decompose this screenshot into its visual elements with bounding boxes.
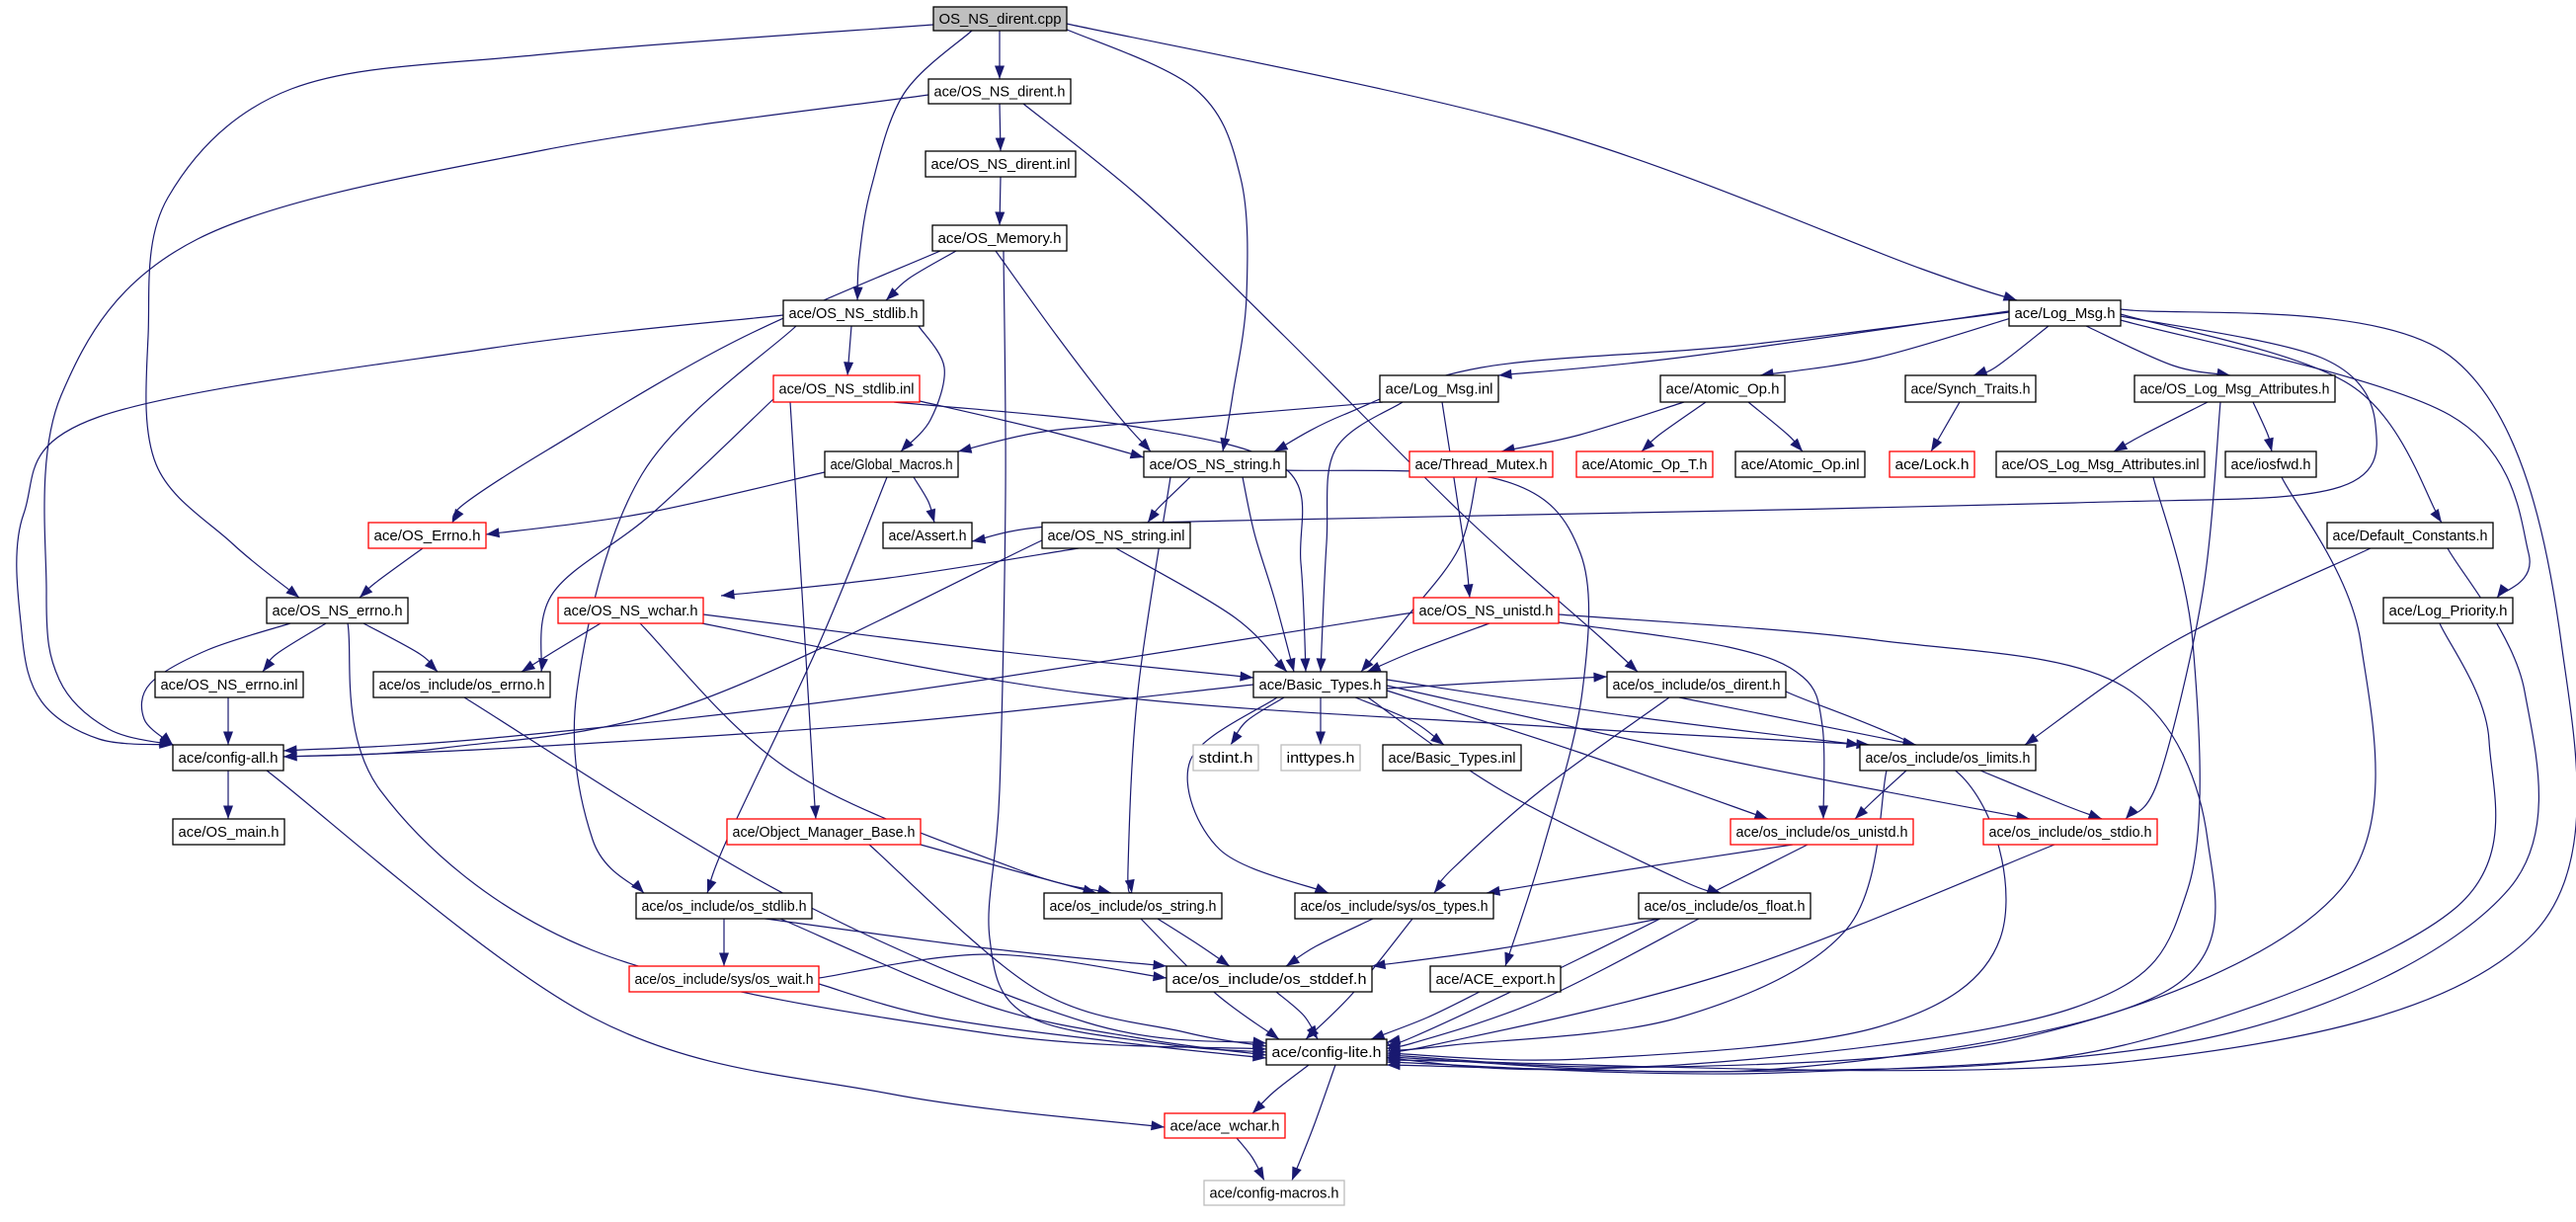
svg-text:ace/OS_NS_stdlib.inl: ace/OS_NS_stdlib.inl	[779, 381, 915, 398]
svg-text:ace/config-macros.h: ace/config-macros.h	[1210, 1185, 1339, 1202]
svg-text:ace/OS_NS_errno.inl: ace/OS_NS_errno.inl	[161, 677, 298, 693]
svg-text:ace/OS_Errno.h: ace/OS_Errno.h	[374, 528, 481, 544]
svg-text:ace/OS_NS_string.inl: ace/OS_NS_string.inl	[1048, 528, 1185, 544]
svg-text:ace/ace_wchar.h: ace/ace_wchar.h	[1170, 1118, 1280, 1135]
svg-text:ace/ACE_export.h: ace/ACE_export.h	[1436, 971, 1556, 988]
svg-text:ace/Synch_Traits.h: ace/Synch_Traits.h	[1911, 381, 2031, 398]
svg-text:ace/OS_NS_dirent.inl: ace/OS_NS_dirent.inl	[931, 156, 1071, 173]
svg-text:ace/Log_Priority.h: ace/Log_Priority.h	[2389, 603, 2508, 619]
svg-text:ace/os_include/os_stddef.h: ace/os_include/os_stddef.h	[1172, 971, 1367, 988]
svg-text:ace/Atomic_Op.inl: ace/Atomic_Op.inl	[1741, 456, 1860, 473]
svg-text:ace/Basic_Types.h: ace/Basic_Types.h	[1259, 677, 1382, 693]
svg-text:ace/Global_Macros.h: ace/Global_Macros.h	[831, 456, 953, 473]
svg-text:ace/os_include/os_stdlib.h: ace/os_include/os_stdlib.h	[642, 898, 807, 915]
svg-text:ace/os_include/os_string.h: ace/os_include/os_string.h	[1050, 898, 1217, 915]
svg-text:ace/Log_Msg.inl: ace/Log_Msg.inl	[1386, 381, 1493, 398]
svg-text:ace/Default_Constants.h: ace/Default_Constants.h	[2333, 528, 2488, 544]
svg-text:ace/Log_Msg.h: ace/Log_Msg.h	[2015, 305, 2116, 322]
svg-text:ace/os_include/os_errno.h: ace/os_include/os_errno.h	[379, 677, 545, 693]
svg-text:ace/OS_NS_errno.h: ace/OS_NS_errno.h	[273, 603, 403, 619]
svg-text:ace/config-lite.h: ace/config-lite.h	[1272, 1044, 1382, 1061]
svg-text:ace/OS_Memory.h: ace/OS_Memory.h	[938, 230, 1062, 247]
svg-text:ace/iosfwd.h: ace/iosfwd.h	[2231, 456, 2311, 473]
svg-text:ace/os_include/os_float.h: ace/os_include/os_float.h	[1645, 898, 1806, 915]
svg-text:ace/Lock.h: ace/Lock.h	[1895, 456, 1970, 473]
svg-text:ace/Basic_Types.inl: ace/Basic_Types.inl	[1389, 750, 1516, 767]
svg-text:stdint.h: stdint.h	[1199, 750, 1253, 767]
svg-text:ace/os_include/sys/os_types.h: ace/os_include/sys/os_types.h	[1301, 898, 1489, 915]
svg-text:ace/OS_main.h: ace/OS_main.h	[179, 824, 280, 841]
svg-text:inttypes.h: inttypes.h	[1287, 750, 1355, 767]
svg-text:ace/Assert.h: ace/Assert.h	[889, 528, 967, 544]
svg-text:ace/Atomic_Op_T.h: ace/Atomic_Op_T.h	[1582, 456, 1708, 473]
svg-text:ace/OS_NS_stdlib.h: ace/OS_NS_stdlib.h	[789, 305, 919, 322]
svg-text:ace/os_include/os_stdio.h: ace/os_include/os_stdio.h	[1989, 824, 2152, 841]
svg-text:ace/os_include/sys/os_wait.h: ace/os_include/sys/os_wait.h	[635, 971, 814, 988]
svg-text:ace/Object_Manager_Base.h: ace/Object_Manager_Base.h	[733, 824, 916, 841]
svg-text:ace/OS_NS_unistd.h: ace/OS_NS_unistd.h	[1419, 603, 1554, 619]
svg-text:ace/OS_Log_Msg_Attributes.h: ace/OS_Log_Msg_Attributes.h	[2140, 381, 2330, 398]
svg-text:ace/OS_NS_wchar.h: ace/OS_NS_wchar.h	[564, 603, 698, 619]
svg-text:ace/OS_Log_Msg_Attributes.inl: ace/OS_Log_Msg_Attributes.inl	[2002, 456, 2200, 473]
svg-text:ace/Thread_Mutex.h: ace/Thread_Mutex.h	[1415, 456, 1548, 473]
svg-text:ace/OS_NS_string.h: ace/OS_NS_string.h	[1150, 456, 1281, 473]
svg-text:OS_NS_dirent.cpp: OS_NS_dirent.cpp	[939, 11, 1062, 28]
svg-text:ace/Atomic_Op.h: ace/Atomic_Op.h	[1666, 381, 1780, 398]
svg-text:ace/config-all.h: ace/config-all.h	[179, 750, 279, 767]
svg-text:ace/os_include/os_limits.h: ace/os_include/os_limits.h	[1866, 750, 2031, 767]
svg-text:ace/os_include/os_unistd.h: ace/os_include/os_unistd.h	[1736, 824, 1908, 841]
svg-text:ace/os_include/os_dirent.h: ace/os_include/os_dirent.h	[1613, 677, 1781, 693]
svg-text:ace/OS_NS_dirent.h: ace/OS_NS_dirent.h	[934, 84, 1066, 101]
